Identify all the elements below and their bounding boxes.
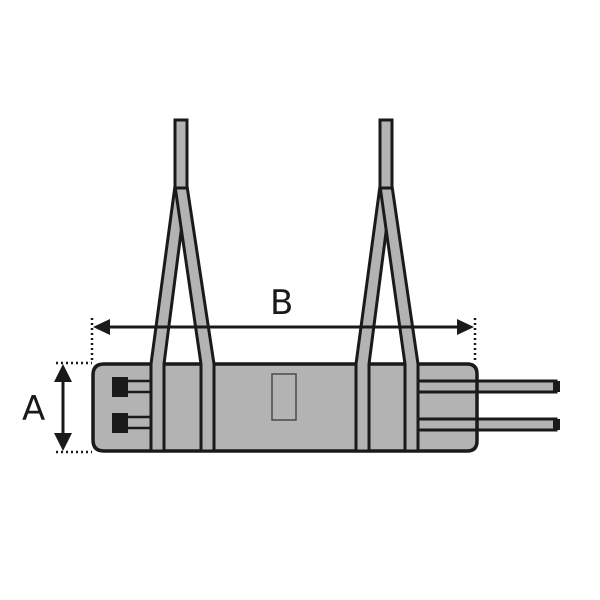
center-label-patch xyxy=(271,373,297,421)
right-strap-top xyxy=(378,118,394,190)
dimension-a-label: A xyxy=(22,389,45,429)
left-strap-top xyxy=(173,118,189,190)
lower-rail-end-cap xyxy=(553,419,560,430)
right-strap-pair xyxy=(354,118,420,453)
lower-buckle xyxy=(112,413,128,433)
right-rails-inner xyxy=(417,379,477,432)
lower-buckle-tab xyxy=(124,415,154,430)
upper-buckle-tab xyxy=(124,379,154,394)
arrowhead-right-icon xyxy=(457,319,474,335)
upper-rail-end-cap xyxy=(553,381,560,392)
left-buckles xyxy=(112,377,154,433)
left-strap-pair xyxy=(149,118,216,453)
dimension-a: A xyxy=(22,361,92,454)
upper-buckle xyxy=(112,377,128,397)
arrowhead-left-icon xyxy=(93,319,110,335)
arrowhead-up-icon xyxy=(54,364,72,382)
sling-body xyxy=(91,362,479,453)
dimension-b: B xyxy=(90,283,477,362)
dimension-b-label: B xyxy=(270,283,293,323)
arrowhead-down-icon xyxy=(54,433,72,451)
